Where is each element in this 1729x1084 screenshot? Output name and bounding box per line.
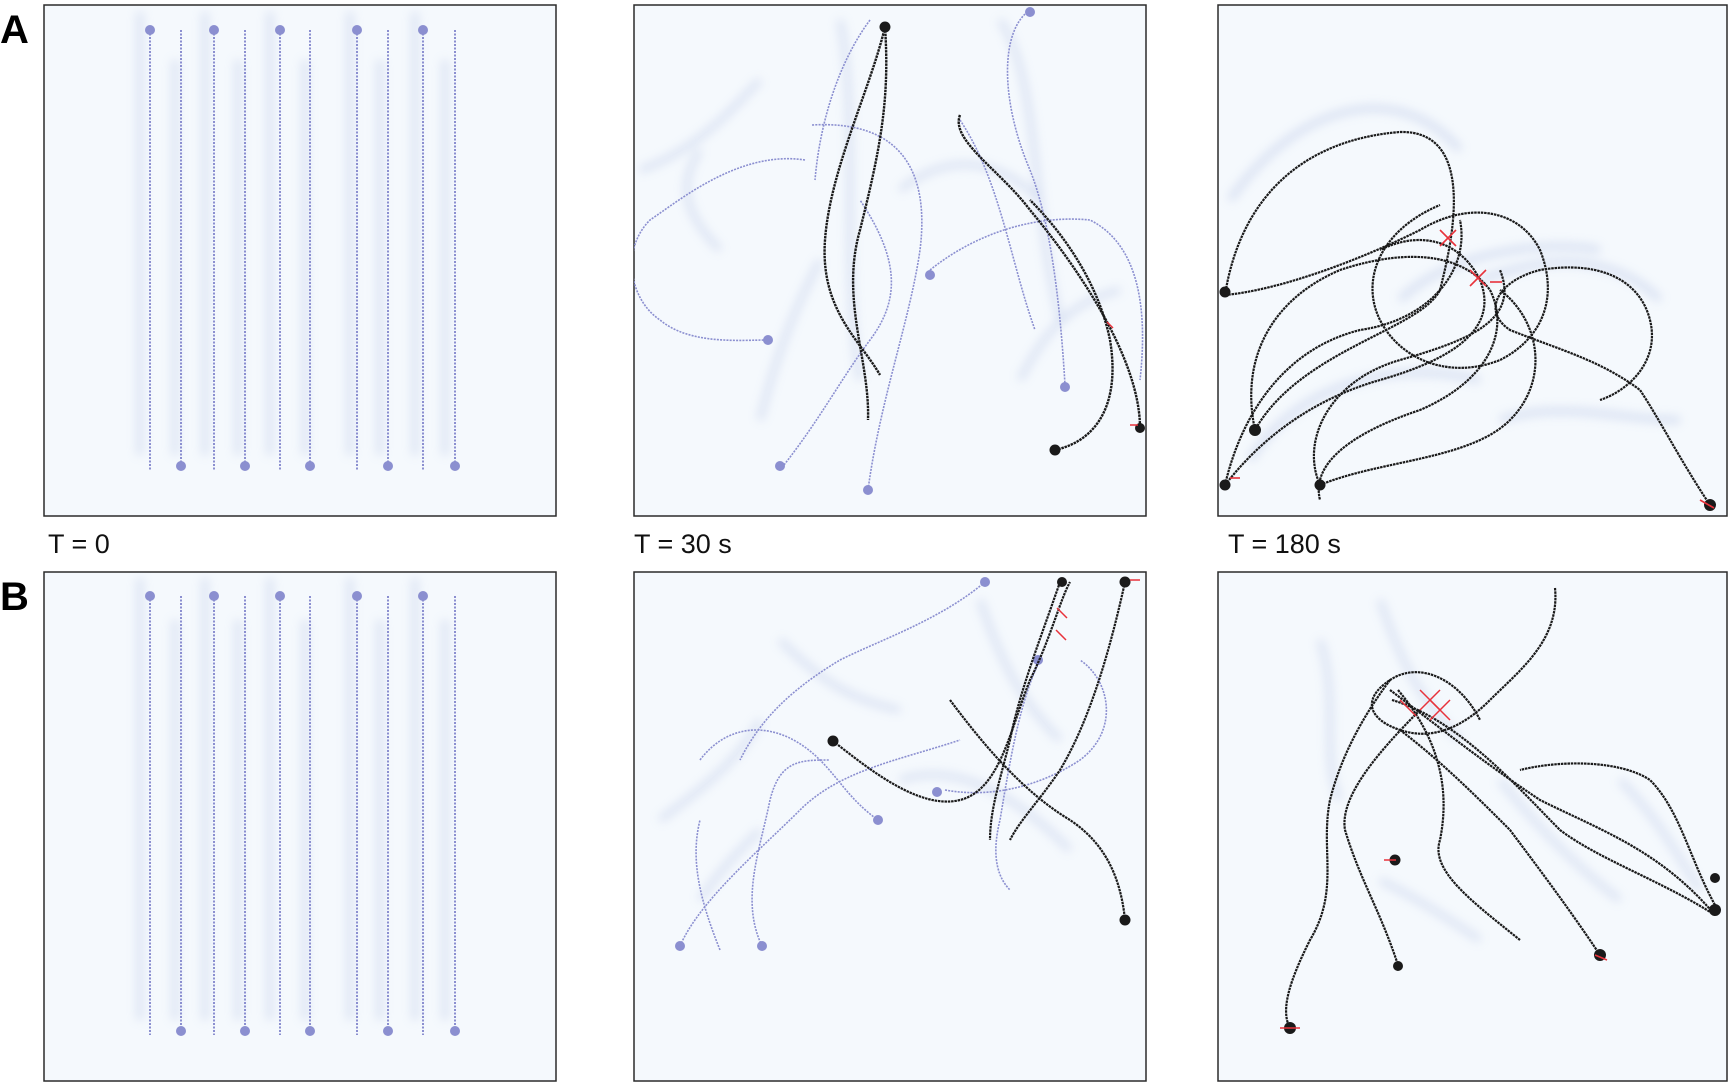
time-label-180s: T = 180 s (1228, 529, 1341, 559)
tracked-cell-traces (1285, 587, 1716, 1029)
cell-bodies (675, 577, 1043, 951)
panel-b-t0 (43, 571, 557, 1082)
flagella-traces (679, 581, 1108, 951)
panel-frame (43, 571, 557, 1082)
panel-frame (43, 4, 557, 517)
tracked-cell-bodies (827, 576, 1131, 926)
haze-traces (137, 12, 448, 455)
panel-a-t30s (633, 4, 1147, 517)
panel-frame (633, 4, 1147, 517)
tracked-cell-traces (832, 581, 1127, 921)
flagella-traces (149, 30, 456, 470)
flagella-traces (149, 596, 456, 1035)
cell-bodies (145, 25, 460, 471)
time-label-30s: T = 30 s (634, 529, 732, 559)
tracked-cell-traces (823, 26, 1142, 452)
contact-marks (1280, 689, 1608, 1029)
cell-bodies (763, 7, 1070, 495)
row-label-a: A (0, 8, 29, 52)
contact-marks (1106, 321, 1138, 426)
panel-b-t180s (1217, 571, 1728, 1082)
haze-traces (658, 599, 1073, 902)
panel-a-t0 (43, 4, 557, 517)
haze-traces (137, 578, 448, 1020)
tracked-cell-bodies (1219, 286, 1716, 511)
panel-b-t30s (633, 571, 1147, 1082)
panel-a-t180s (1217, 4, 1728, 517)
contact-marks (1230, 229, 1715, 509)
panel-frame (633, 571, 1147, 1082)
cell-bodies (145, 591, 460, 1036)
haze-traces (1227, 105, 1681, 462)
row-label-b: B (0, 575, 29, 619)
flagella-traces (634, 9, 1144, 491)
contact-marks (1055, 579, 1140, 641)
time-label-0: T = 0 (48, 529, 110, 559)
panel-frame (1217, 571, 1728, 1082)
tracked-cell-traces (1223, 130, 1711, 506)
